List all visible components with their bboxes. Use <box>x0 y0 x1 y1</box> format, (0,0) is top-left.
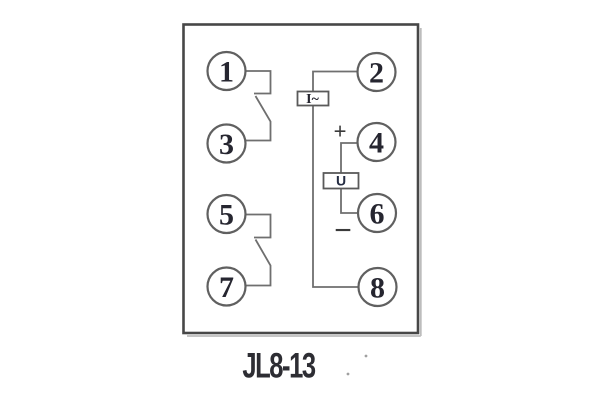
terminal-5-label: 5 <box>219 199 234 232</box>
terminal-6-label: 6 <box>370 198 385 231</box>
current-coil-label: I~ <box>306 92 319 107</box>
terminal-4-label: 4 <box>369 127 384 160</box>
wire-terminal2-to-current-coil <box>312 70 358 92</box>
wire-current-coil-to-terminal8 <box>312 105 359 288</box>
terminal-1-label: 1 <box>219 56 234 89</box>
terminal-1-circle <box>206 50 247 92</box>
terminal-3-label: 3 <box>219 128 234 161</box>
artifact-dot <box>346 372 350 376</box>
model-label: JL8-13 <box>242 347 315 386</box>
terminal-7-label: 7 <box>219 271 234 304</box>
current-coil-box <box>296 90 330 107</box>
terminal-6: 6 <box>356 192 398 234</box>
switch-arm-1-3 <box>245 95 272 142</box>
switch-arm-5-7 <box>245 239 272 287</box>
wire-terminal1-fixed-contact <box>245 70 272 95</box>
terminal-4: 4 <box>356 121 397 163</box>
terminal-5-circle <box>206 193 247 235</box>
wire-voltage-coil-to-terminal6 <box>340 188 358 214</box>
terminal-2: 2 <box>356 51 397 93</box>
terminal-2-circle <box>356 51 397 93</box>
minus-icon: − <box>334 214 352 247</box>
voltage-coil-box <box>322 172 360 190</box>
wire-terminal4-to-voltage-coil <box>340 142 358 173</box>
terminal-7: 7 <box>206 266 247 307</box>
terminal-1: 1 <box>206 50 247 92</box>
terminal-2-label: 2 <box>369 57 384 90</box>
artifact-dot <box>364 354 368 358</box>
terminal-5: 5 <box>206 193 247 235</box>
terminal-6-circle <box>356 192 398 234</box>
terminal-3: 3 <box>206 123 247 164</box>
relay-outline <box>182 23 420 335</box>
terminal-8-label: 8 <box>370 272 385 305</box>
voltage-coil-label: U <box>336 173 346 189</box>
terminal-7-circle <box>206 266 247 307</box>
terminal-8: 8 <box>357 266 398 308</box>
terminal-8-circle <box>357 266 398 308</box>
terminal-3-circle <box>206 123 247 164</box>
plus-icon: + <box>334 119 347 144</box>
terminal-4-circle <box>356 121 397 163</box>
outline-shadow <box>187 28 422 337</box>
wire-terminal5-fixed-contact <box>245 213 272 239</box>
